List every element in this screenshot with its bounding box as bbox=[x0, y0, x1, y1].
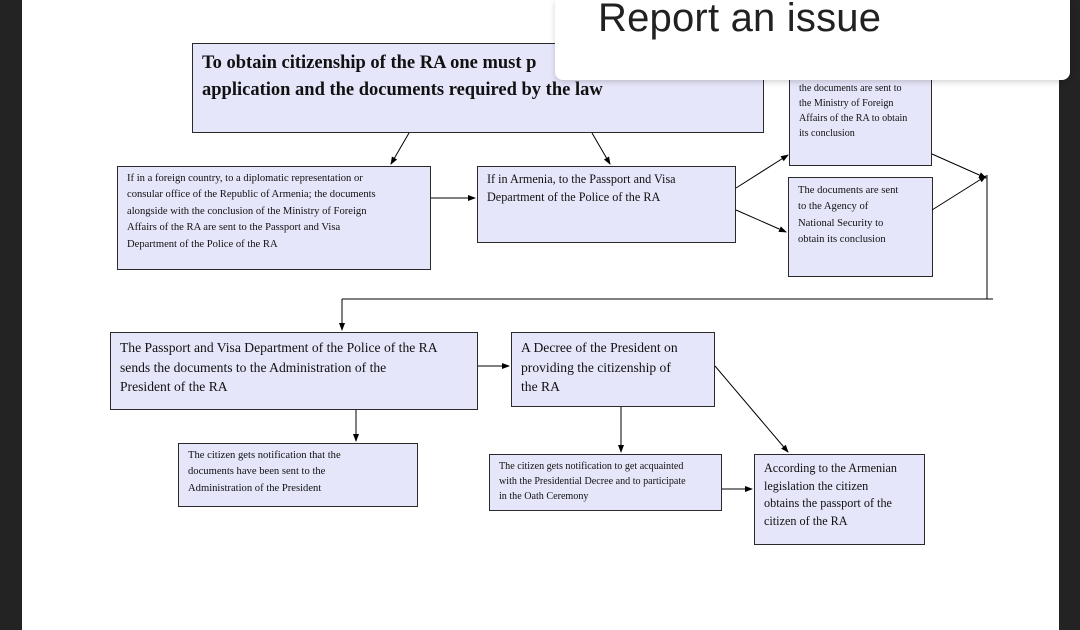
box-line: legislation the citizen bbox=[764, 478, 869, 493]
box-line: obtain its conclusion bbox=[798, 234, 886, 246]
box-line: documents have been sent to the bbox=[188, 466, 326, 478]
notification-sent-box: The citizen gets notification that the d… bbox=[178, 443, 418, 507]
box-line: Department of the Police of the RA bbox=[127, 238, 278, 250]
box-line: the documents are sent to bbox=[799, 83, 902, 94]
box-line: The Passport and Visa Department of the … bbox=[120, 340, 438, 355]
notification-decree-box: The citizen gets notification to get acq… bbox=[489, 454, 722, 511]
box-line: Affairs of the RA are sent to the Passpo… bbox=[127, 222, 341, 234]
passport-visa-department-box: The Passport and Visa Department of the … bbox=[110, 332, 478, 410]
passport-obtained-box: According to the Armenian legislation th… bbox=[754, 454, 925, 545]
box-line: to the Agency of bbox=[798, 201, 869, 213]
armenia-box: If in Armenia, to the Passport and Visa … bbox=[477, 166, 736, 243]
box-line: the Ministry of Foreign bbox=[799, 98, 894, 109]
box-line: its conclusion bbox=[799, 128, 855, 139]
national-security-box: The documents are sent to the Agency of … bbox=[788, 177, 933, 277]
title-line: application and the documents required b… bbox=[202, 80, 603, 100]
box-line: If in Armenia, to the Passport and Visa bbox=[487, 172, 676, 186]
box-line: A Decree of the President on bbox=[521, 340, 678, 355]
box-line: citizen of the RA bbox=[764, 513, 848, 528]
box-line: President of the RA bbox=[120, 379, 228, 394]
box-line: Administration of the President bbox=[188, 482, 322, 494]
box-line: The citizen gets notification that the bbox=[188, 450, 341, 461]
box-line: sends the documents to the Administratio… bbox=[120, 359, 387, 375]
mfa-box: the documents are sent to the Ministry o… bbox=[789, 70, 932, 166]
box-line: alongside with the conclusion of the Min… bbox=[127, 205, 367, 217]
presidential-decree-box: A Decree of the President on providing t… bbox=[511, 332, 715, 407]
foreign-country-box: If in a foreign country, to a diplomatic… bbox=[117, 166, 431, 270]
box-line: in the Oath Ceremony bbox=[499, 491, 589, 502]
box-line: the RA bbox=[521, 379, 560, 394]
box-line: National Security to bbox=[798, 217, 884, 229]
box-line: providing the citizenship of bbox=[521, 359, 671, 375]
box-line: Affairs of the RA to obtain bbox=[799, 113, 908, 124]
box-line: If in a foreign country, to a diplomatic… bbox=[127, 173, 363, 184]
report-issue-panel[interactable]: Report an issue bbox=[555, 0, 1070, 80]
title-line: To obtain citizenship of the RA one must… bbox=[202, 53, 537, 73]
box-line: The citizen gets notification to get acq… bbox=[499, 461, 684, 472]
box-line: The documents are sent bbox=[798, 185, 899, 196]
box-line: Department of the Police of the RA bbox=[487, 189, 661, 204]
box-line: consular office of the Republic of Armen… bbox=[127, 189, 376, 201]
box-line: with the Presidential Decree and to part… bbox=[499, 476, 686, 487]
box-line: obtains the passport of the bbox=[764, 496, 892, 510]
box-line: According to the Armenian bbox=[764, 461, 898, 475]
report-issue-title: Report an issue bbox=[598, 0, 882, 40]
